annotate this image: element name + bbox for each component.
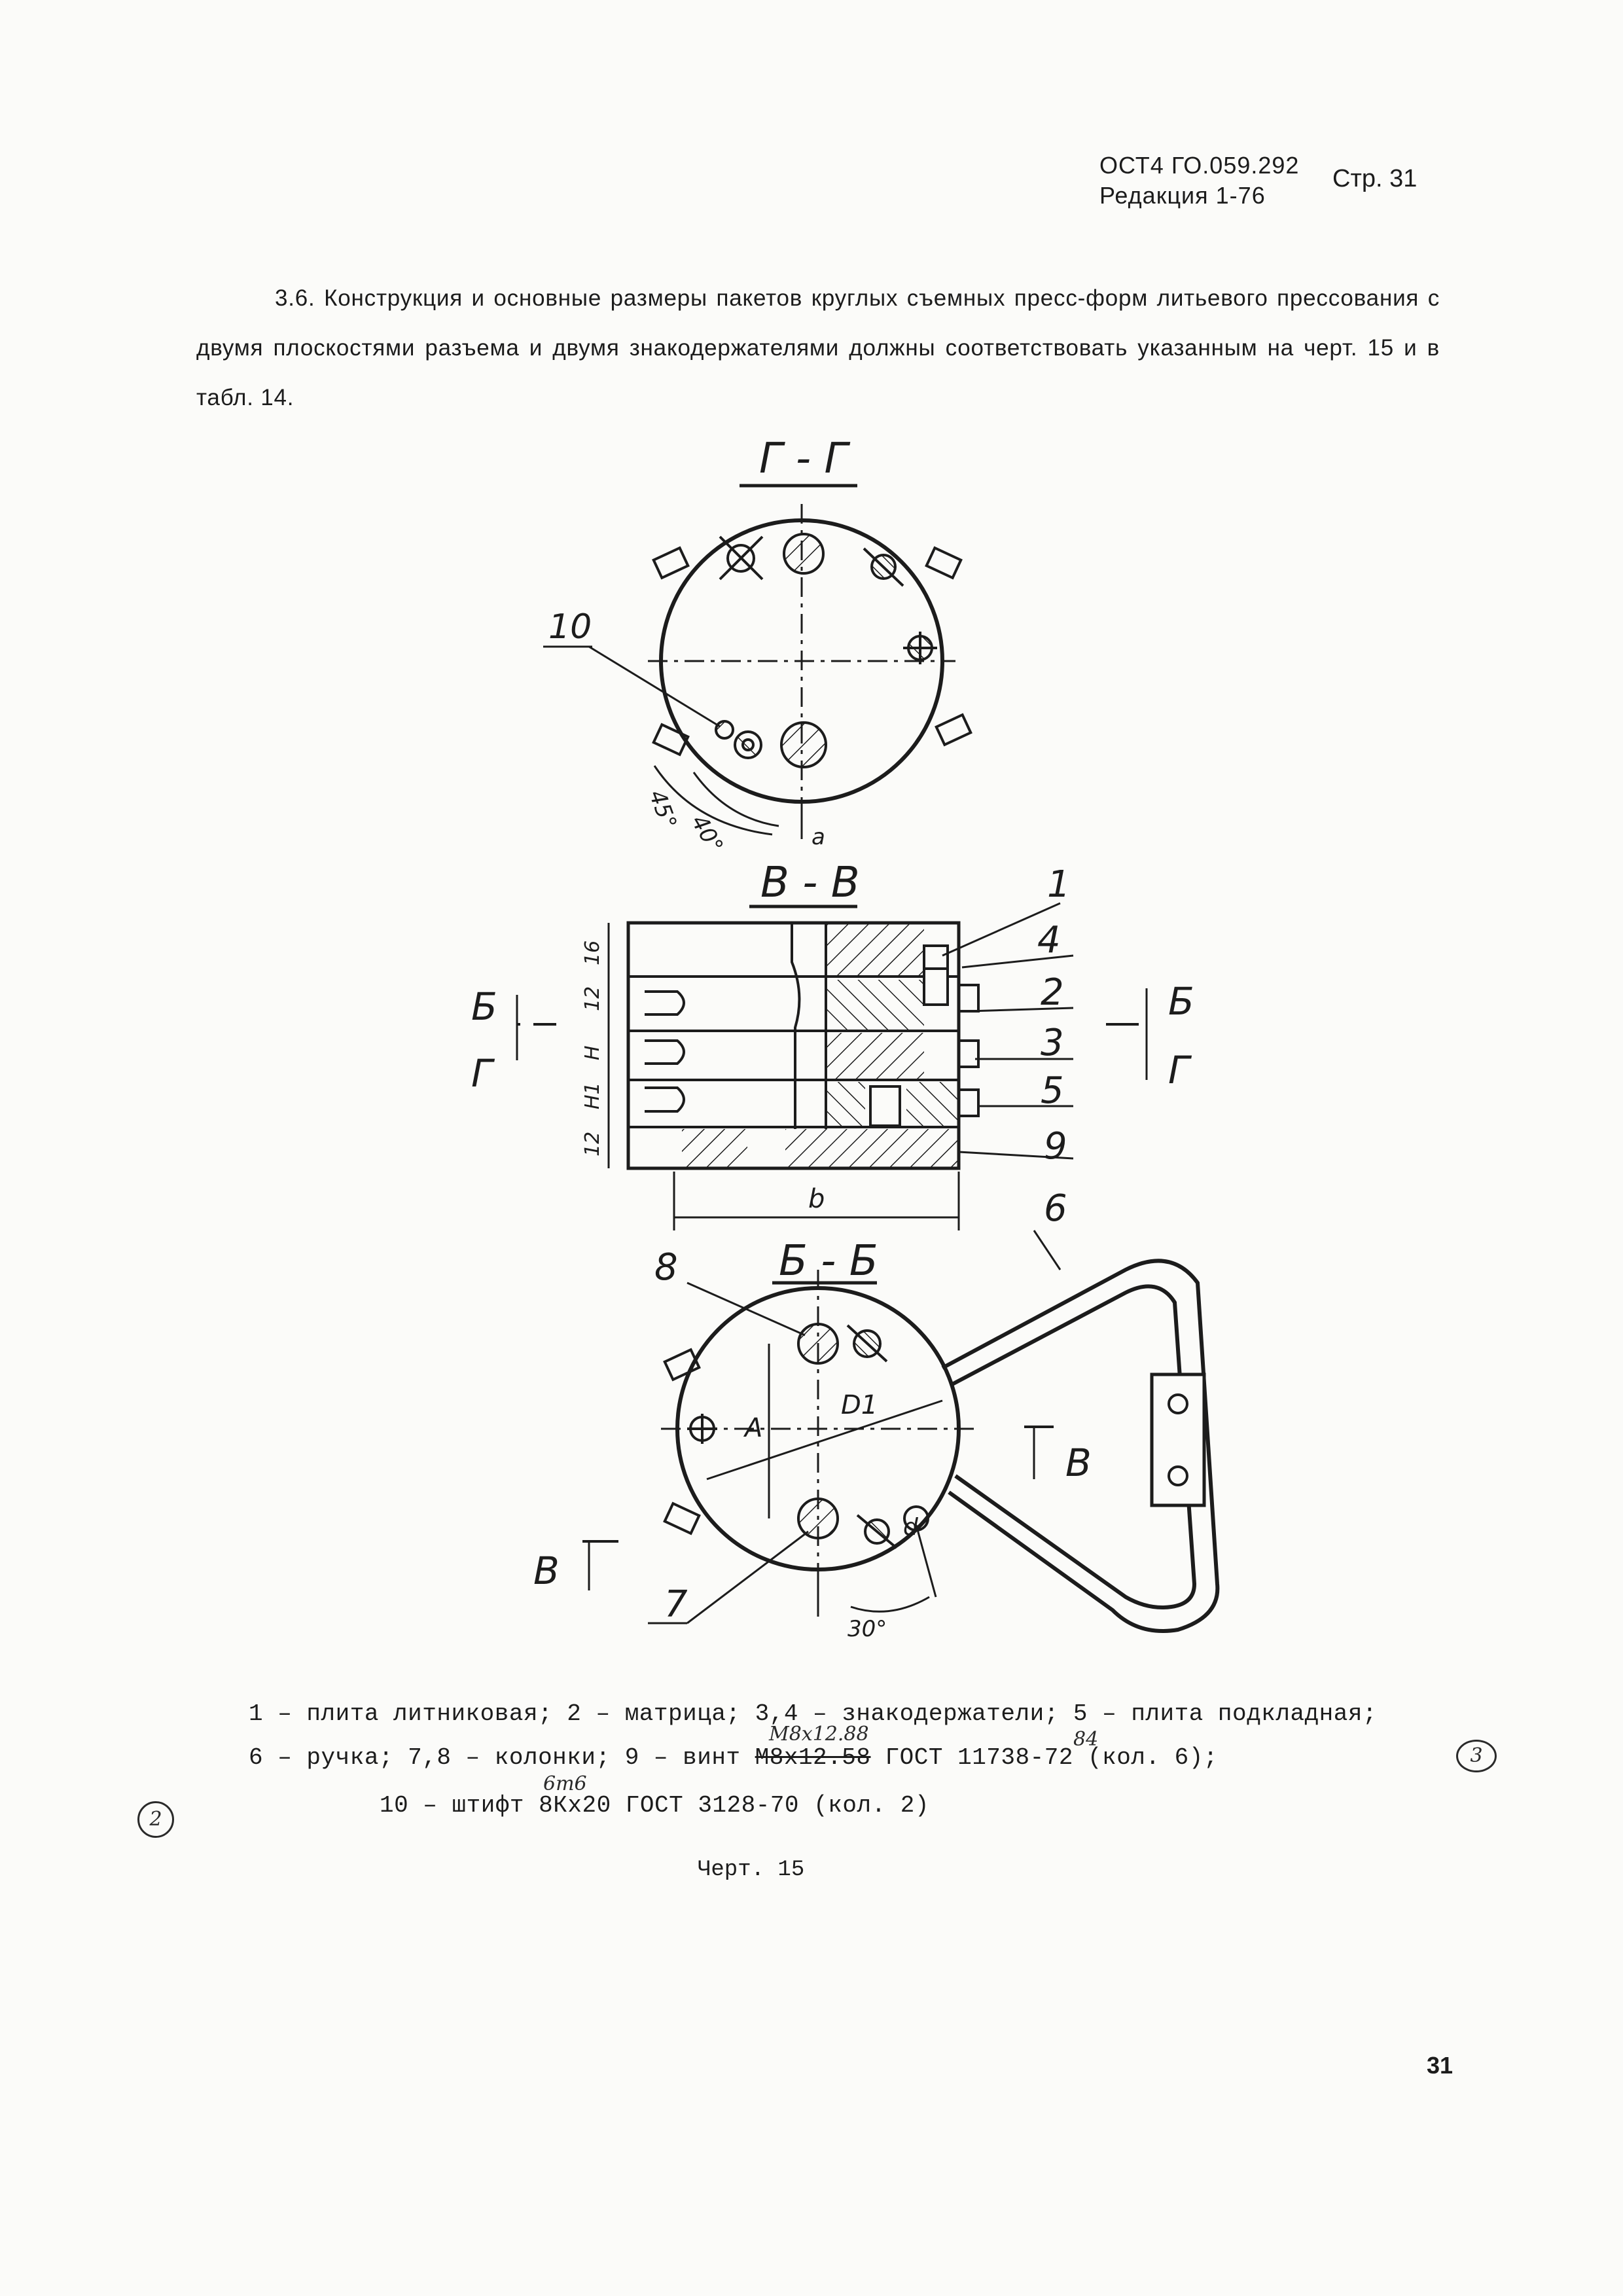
angle-45: 45° bbox=[643, 787, 681, 833]
part-label-5: 5 bbox=[1041, 1069, 1064, 1112]
body-paragraph: 3.6. Конструкция и основные размеры паке… bbox=[196, 274, 1440, 423]
legend-screw: М8х12.58 bbox=[755, 1744, 871, 1771]
part-label-4: 4 bbox=[1037, 919, 1061, 961]
column-hole-top bbox=[783, 533, 825, 575]
view-v-v: В - В b 16 12 bbox=[471, 859, 1194, 1230]
doc-number: ОСТ4 ГО.059.292 bbox=[1099, 152, 1300, 179]
part-label-2: 2 bbox=[1041, 971, 1064, 1014]
legend-line-2: 6 – ручка; 7,8 – колонки; 9 – винт М8х12… bbox=[249, 1744, 1218, 1771]
part-label-7: 7 bbox=[664, 1583, 688, 1626]
view-b-b: Б - Б A D1 d 30° bbox=[533, 1187, 1220, 1642]
dim-a: a bbox=[812, 824, 825, 850]
part-label-1: 1 bbox=[1047, 863, 1071, 906]
page-number: 31 bbox=[1427, 2052, 1454, 2079]
dim-D1: D1 bbox=[841, 1390, 878, 1420]
handwritten-screw-correction: М8х12.88 bbox=[769, 1723, 869, 1746]
legend-line-3a: 10 – штифт bbox=[380, 1792, 525, 1819]
paragraph-text: 3.6. Конструкция и основные размеры паке… bbox=[196, 285, 1440, 410]
dim-H1: H1 bbox=[581, 1082, 604, 1109]
column-hole-bottom bbox=[780, 721, 827, 768]
cut-b-left: Б bbox=[471, 984, 497, 1029]
dim-A: A bbox=[743, 1413, 762, 1443]
cut-g-left: Г bbox=[471, 1051, 495, 1096]
view-title-g-g: Г - Г bbox=[759, 435, 850, 483]
dim-h12a: 12 bbox=[581, 986, 604, 1011]
dim-h12b: 12 bbox=[581, 1132, 604, 1157]
cut-g-right: Г bbox=[1168, 1048, 1192, 1092]
page-label: Стр. 31 bbox=[1332, 165, 1418, 192]
cut-b-right: Б bbox=[1168, 979, 1194, 1024]
view-g-g: Г - Г 10 45° 40° a bbox=[543, 435, 972, 858]
part-label-8: 8 bbox=[654, 1246, 678, 1289]
handwritten-year-correction: 84 bbox=[1073, 1728, 1099, 1751]
legend-line-2c: (кол. 6); bbox=[1088, 1744, 1218, 1771]
legend-line-3c: (кол. 2) bbox=[813, 1792, 929, 1819]
dim-b: b bbox=[808, 1184, 825, 1214]
angle-30: 30° bbox=[847, 1616, 887, 1642]
legend-line-3b: ГОСТ 3128-70 bbox=[625, 1792, 800, 1819]
technical-drawing: Г - Г 10 45° 40° a В - В bbox=[471, 435, 1220, 1642]
part-label-9: 9 bbox=[1044, 1125, 1067, 1168]
legend-line-2b: ГОСТ 11738-72 bbox=[885, 1744, 1073, 1771]
column-7 bbox=[797, 1498, 839, 1539]
angle-40: 40° bbox=[686, 810, 728, 857]
legend-pin: 8Кх20 bbox=[539, 1792, 611, 1819]
figure-caption: Черт. 15 bbox=[698, 1857, 805, 1882]
handwritten-pin-correction: 6m6 bbox=[543, 1772, 587, 1795]
doc-revision: Редакция 1-76 bbox=[1099, 182, 1266, 209]
dim-H: H bbox=[581, 1045, 604, 1060]
legend-line-1: 1 – плита литниковая; 2 – матрица; 3,4 –… bbox=[249, 1700, 1378, 1727]
view-title-b-b: Б - Б bbox=[779, 1237, 878, 1285]
cut-v-right: В bbox=[1065, 1441, 1092, 1485]
part-label-10: 10 bbox=[548, 607, 592, 647]
part-label-6: 6 bbox=[1044, 1187, 1067, 1230]
cut-v-left: В bbox=[533, 1549, 560, 1593]
circled-mark-right: 3 bbox=[1456, 1740, 1497, 1772]
column-8 bbox=[797, 1323, 839, 1365]
view-title-v-v: В - В bbox=[760, 859, 860, 907]
pin-hole bbox=[715, 720, 734, 740]
legend-line-2a: 6 – ручка; 7,8 – колонки; 9 – винт bbox=[249, 1744, 741, 1771]
legend-line-3: 10 – штифт 8Кх20 ГОСТ 3128-70 (кол. 2) bbox=[380, 1792, 929, 1819]
circled-mark-left: 2 bbox=[137, 1801, 174, 1838]
document-header: ОСТ4 ГО.059.292 Редакция 1-76 bbox=[1099, 151, 1299, 211]
dim-h16: 16 bbox=[581, 941, 604, 965]
part-label-3: 3 bbox=[1041, 1022, 1064, 1064]
